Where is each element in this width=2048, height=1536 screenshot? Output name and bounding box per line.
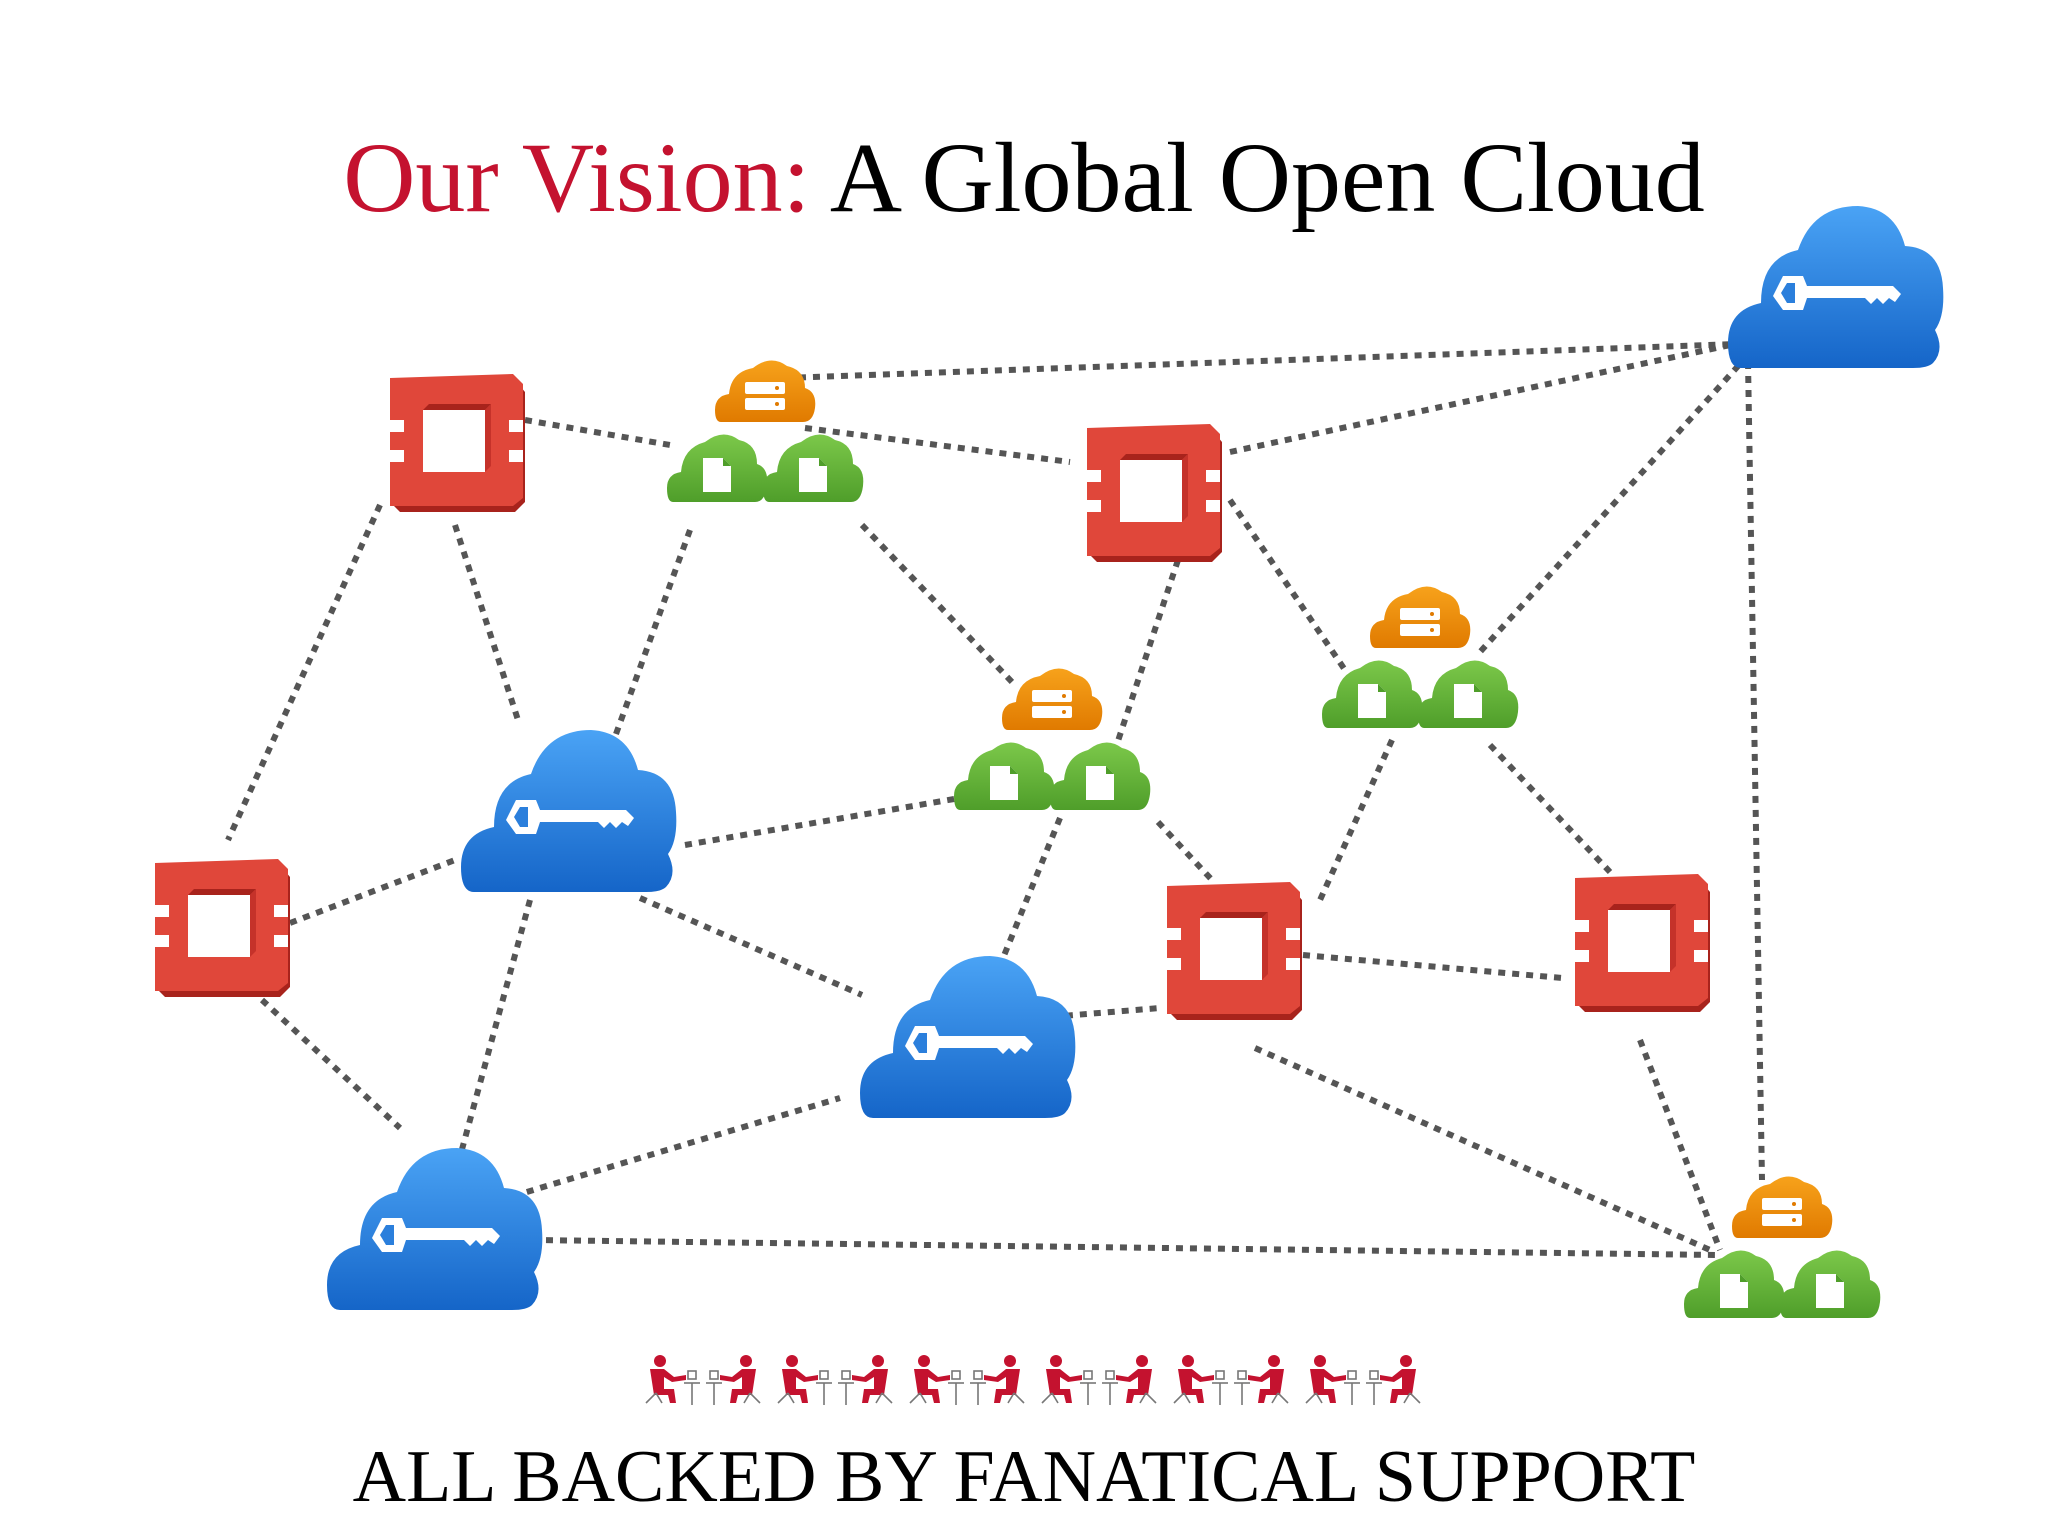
openstack-node bbox=[390, 374, 525, 512]
support-staff-icon bbox=[1305, 1354, 1361, 1406]
identity-key-cloud-icon bbox=[461, 730, 677, 892]
identity-node bbox=[327, 1148, 543, 1310]
connector bbox=[1107, 559, 1181, 766]
connector bbox=[784, 341, 1736, 381]
openstack-logo-icon bbox=[1167, 882, 1302, 1020]
support-staff-icon bbox=[1041, 1354, 1097, 1406]
connector bbox=[225, 503, 383, 842]
title-main: A Global Open Cloud bbox=[829, 122, 1705, 233]
openstack-logo-icon bbox=[1575, 874, 1710, 1012]
identity-node bbox=[1728, 206, 1944, 368]
connector bbox=[524, 417, 671, 448]
openstack-logo-icon bbox=[155, 859, 290, 997]
title-accent: Our Vision: bbox=[343, 122, 811, 233]
connector bbox=[499, 1095, 841, 1203]
connector bbox=[1229, 341, 1736, 455]
openstack-node bbox=[1167, 882, 1302, 1020]
connector bbox=[1637, 1038, 1723, 1252]
openstack-node bbox=[1575, 874, 1710, 1012]
openstack-logo-icon bbox=[1087, 424, 1222, 562]
identity-key-cloud-icon bbox=[327, 1148, 543, 1310]
connector bbox=[1477, 352, 1751, 655]
connector bbox=[1487, 742, 1613, 875]
identity-key-cloud-icon bbox=[1728, 206, 1944, 368]
support-staff-row bbox=[645, 1354, 1421, 1406]
identity-node bbox=[860, 956, 1076, 1118]
connector bbox=[259, 997, 403, 1131]
support-staff-icon bbox=[1233, 1354, 1289, 1406]
support-staff-icon bbox=[1101, 1354, 1157, 1406]
support-staff-icon bbox=[837, 1354, 893, 1406]
connector bbox=[452, 899, 533, 1176]
identity-key-cloud-icon bbox=[860, 956, 1076, 1118]
footer-tagline: ALL BACKED BY FANATICAL SUPPORT bbox=[352, 1436, 1696, 1518]
connector bbox=[452, 524, 521, 721]
connector bbox=[1227, 498, 1348, 672]
connector bbox=[1253, 1045, 1712, 1253]
connector bbox=[638, 895, 864, 998]
connector bbox=[859, 522, 1015, 685]
connector bbox=[288, 857, 457, 926]
storage-cloud-cluster-icon bbox=[1684, 1176, 1881, 1318]
identity-node bbox=[461, 730, 677, 892]
support-staff-icon bbox=[777, 1354, 833, 1406]
connector bbox=[804, 425, 1071, 465]
support-staff-icon bbox=[1173, 1354, 1229, 1406]
openstack-logo-icon bbox=[390, 374, 525, 512]
openstack-node bbox=[155, 859, 290, 997]
openstack-node bbox=[1087, 424, 1222, 562]
connector bbox=[609, 528, 693, 747]
connector bbox=[1745, 361, 1765, 1181]
connector bbox=[1155, 819, 1215, 883]
support-staff-icon bbox=[909, 1354, 965, 1406]
connector bbox=[1317, 738, 1395, 902]
connector-lines bbox=[225, 341, 1765, 1258]
storage-node bbox=[1322, 586, 1519, 728]
page-title: Our Vision: A Global Open Cloud bbox=[0, 118, 2048, 238]
support-staff-icon bbox=[705, 1354, 761, 1406]
support-staff-icon bbox=[1365, 1354, 1421, 1406]
support-staff-icon bbox=[645, 1354, 701, 1406]
connector bbox=[1302, 952, 1563, 981]
connector bbox=[531, 1237, 1719, 1258]
support-staff-icon bbox=[969, 1354, 1025, 1406]
connector bbox=[684, 795, 961, 848]
storage-node bbox=[1684, 1176, 1881, 1318]
storage-cloud-cluster-icon bbox=[1322, 586, 1519, 728]
